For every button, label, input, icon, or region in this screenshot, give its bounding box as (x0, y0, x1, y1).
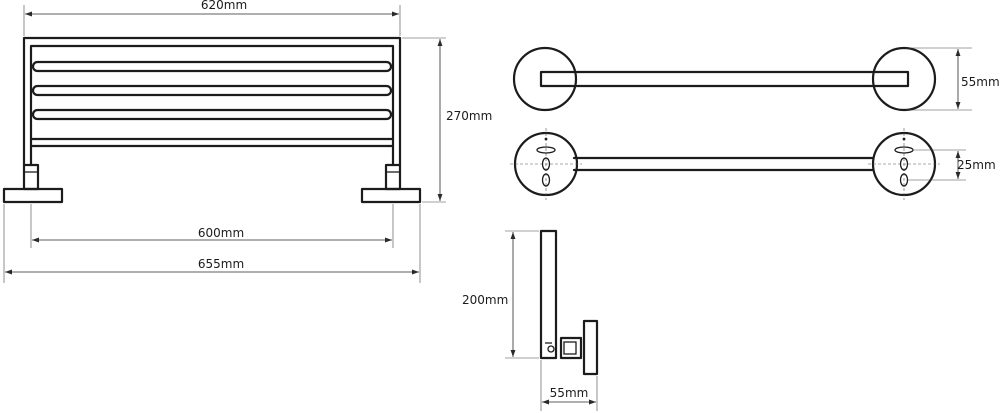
shelf-left-mount (2, 163, 64, 204)
dimension-side-depth: 55mm (540, 360, 598, 411)
bar-hole-spacing-label: 25mm (957, 158, 996, 172)
back-left-mount (510, 128, 582, 200)
dimension-shelf-top-width: 620mm (23, 0, 401, 36)
dimension-shelf-height: 270mm (402, 37, 492, 203)
back-right-mount (868, 128, 940, 200)
side-view: 200mm 55mm (462, 229, 599, 411)
shelf-mount-spacing-label: 600mm (198, 226, 244, 240)
dimension-shelf-mount-spacing: 600mm (30, 204, 394, 248)
shelf-height-label: 270mm (446, 109, 492, 123)
shelf-right-mount (360, 163, 422, 204)
shelf-total-width-label: 655mm (198, 257, 244, 271)
towel-bar-back-view: 25mm (510, 128, 996, 200)
dimension-bar-hole-spacing: 25mm (908, 149, 996, 181)
towel-bar-front-view: 55mm (512, 46, 1000, 112)
shelf-top-width-label: 620mm (201, 0, 247, 12)
dimension-side-height: 200mm (462, 230, 539, 359)
shelf-rails (29, 60, 395, 148)
dimension-bar-mount-diameter: 55mm (906, 47, 1000, 111)
dimension-shelf-total-width: 655mm (3, 204, 421, 283)
towel-shelf-front-view: 620mm 270mm 600mm 655mm (2, 0, 492, 283)
side-depth-label: 55mm (550, 386, 589, 400)
bar-mount-diameter-label: 55mm (961, 75, 1000, 89)
side-height-label: 200mm (462, 293, 508, 307)
